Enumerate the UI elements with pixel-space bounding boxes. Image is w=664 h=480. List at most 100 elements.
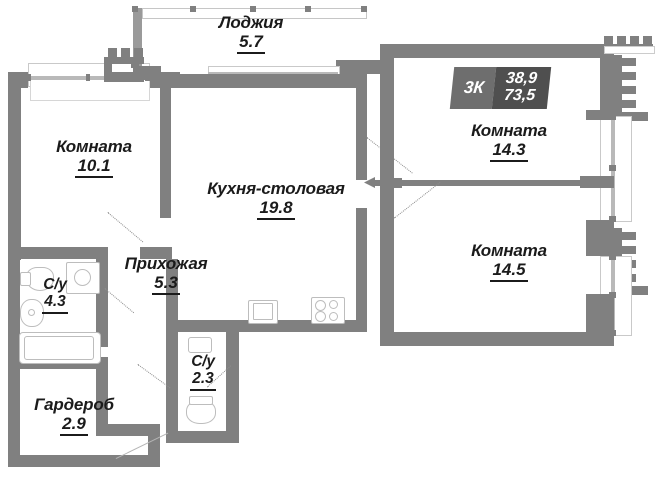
right-comb-tooth-l2 <box>622 246 636 254</box>
area-badge: 3К 38,9 73,5 <box>449 67 552 109</box>
room-label-hall: Прихожая 5.3 <box>104 254 228 296</box>
door-opening-center-leaf <box>372 180 602 186</box>
room-label-loggia: Лоджия 5.7 <box>186 13 316 55</box>
wall-wc-left <box>166 343 178 443</box>
room-area: 5.7 <box>237 32 265 55</box>
stove-burner-4 <box>329 312 338 321</box>
window-left-room-sill <box>30 81 150 101</box>
stove-burner-2 <box>329 300 338 309</box>
room-label-room-bottom: Комната 14.5 <box>444 241 574 283</box>
wall-right-top-left <box>380 44 394 180</box>
right-comb-tooth-u4 <box>622 100 636 108</box>
loggia-mullion-4 <box>305 6 311 12</box>
badge-living-area: 38,9 <box>504 70 538 88</box>
loggia-mullion-3 <box>250 6 256 12</box>
wall-right-bottom-outer <box>380 332 614 346</box>
room-area: 5.3 <box>152 273 180 296</box>
room-label-kitchen: Кухня-столовая 19.8 <box>186 179 366 221</box>
parapet-cap <box>112 72 144 82</box>
room-area: 10.1 <box>75 156 113 179</box>
wall-right-bottom-left <box>380 188 394 344</box>
wall-kitchen-right-connector <box>356 60 382 74</box>
wall-loggia-left <box>133 8 142 66</box>
toilet-main-tank <box>20 272 31 286</box>
badge-total-area: 73,5 <box>503 87 537 104</box>
badge-rooms-label: 3К <box>449 67 497 109</box>
wall-kitchen-top-run <box>171 74 367 88</box>
room-label-room-left: Комната 10.1 <box>29 137 159 179</box>
wall-wc-right <box>226 331 239 443</box>
wall-hall-right <box>166 259 178 343</box>
stove-burner-3 <box>315 311 326 322</box>
room-name: Лоджия <box>218 13 284 32</box>
room-name: Комната <box>56 137 132 156</box>
washbasin-small <box>188 337 212 353</box>
room-name: С/у <box>191 353 215 370</box>
washbasin-main-tap <box>28 309 35 316</box>
wall-left-room-right <box>160 88 171 218</box>
room-name: Комната <box>471 241 547 260</box>
right-comb-upper-base <box>614 55 622 120</box>
room-label-wardrobe: Гардероб 2.9 <box>9 395 139 437</box>
kitchen-sink-bowl <box>253 303 273 320</box>
wall-wc-bottom <box>166 431 239 443</box>
wall-wardrobe-left <box>8 369 20 467</box>
wall-kitchen-right-upper <box>356 74 367 180</box>
toilet-main <box>26 267 54 291</box>
room-area: 14.3 <box>490 140 528 163</box>
room-area: 4.3 <box>42 294 68 314</box>
wall-wardrobe-right-top <box>108 424 160 436</box>
door-swing-lower <box>367 181 469 255</box>
right-comb-tooth-u2 <box>622 72 636 80</box>
right-parapet-block-1 <box>604 36 613 45</box>
parapet-block-2 <box>121 48 130 58</box>
window-right-bottom-mullion-1 <box>609 254 616 260</box>
bathtub-inner <box>24 336 94 360</box>
wall-bath-left <box>8 259 20 369</box>
wall-right-rooms-divider-block <box>586 220 614 256</box>
wall-kitchen-right-lower <box>356 208 367 332</box>
window-left-mullion-2 <box>86 74 90 81</box>
wall-left-exterior <box>8 82 21 260</box>
door-opening-center-head <box>364 177 375 188</box>
wall-left-room-bottom-right <box>140 247 172 259</box>
window-right-top-mullion-2 <box>609 165 616 171</box>
window-left-mullion-1 <box>27 74 31 81</box>
badge-areas: 38,9 73,5 <box>491 67 552 109</box>
parapet-block-1 <box>108 48 117 58</box>
wall-wardrobe-stub <box>96 369 108 436</box>
room-name: Прихожая <box>124 254 208 273</box>
wall-right-bottom-right <box>586 294 614 346</box>
room-name: Гардероб <box>34 395 114 414</box>
parapet-block-3 <box>134 48 143 58</box>
wall-right-window-sill-top <box>586 110 614 120</box>
parapet-base <box>104 57 144 64</box>
right-parapet-block-4 <box>643 36 652 45</box>
room-area: 2.3 <box>190 371 216 391</box>
right-parapet-block-2 <box>617 36 626 45</box>
room-area: 19.8 <box>257 198 295 221</box>
loggia-corner-left <box>131 60 139 68</box>
room-label-wc-small: С/у 2.3 <box>172 353 234 391</box>
loggia-mullion-2 <box>190 6 196 12</box>
loggia-mullion-5 <box>361 6 367 12</box>
toilet-small-tank <box>189 396 213 405</box>
right-parapet-slot <box>604 46 655 54</box>
right-comb-tooth-l1 <box>622 232 636 240</box>
wall-left-room-top <box>8 72 28 88</box>
right-parapet-block-3 <box>630 36 639 45</box>
wall-right-rooms-divider <box>580 176 614 188</box>
leader-hall <box>82 212 154 272</box>
window-right-top <box>600 116 632 222</box>
room-label-room-top: Комната 14.3 <box>444 121 574 163</box>
parapet-base-2 <box>104 64 112 82</box>
wall-right-rooms-divider-run <box>380 178 402 188</box>
washing-machine-drum-icon <box>74 269 91 286</box>
wall-wardrobe-bottom <box>8 455 160 467</box>
loggia-mullion-1 <box>132 6 138 12</box>
room-name: С/у <box>43 276 67 293</box>
room-area: 2.9 <box>60 414 88 437</box>
room-area: 14.5 <box>490 260 528 283</box>
room-label-bath-main: С/у 4.3 <box>23 276 87 314</box>
